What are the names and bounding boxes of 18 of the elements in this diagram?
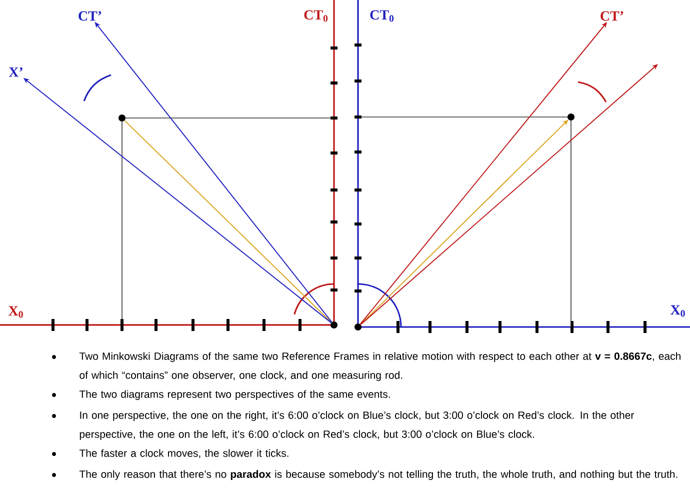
bullet-text: The faster a clock moves, the slower it ticks. [79, 449, 288, 458]
world-line [124, 120, 332, 323]
axis-label: CT’ [78, 11, 102, 21]
event-dot [354, 323, 362, 330]
axis-label: X$_{0}$ [670, 305, 685, 317]
bullet-text: The only reason that there’s no paradox is because somebody’s not telling the truth, the whole truth, and nothing but the truth. [79, 470, 678, 480]
bullet-text: The two diagrams represent two perspectives of the same events. [79, 390, 390, 400]
axis-arrow [360, 64, 658, 326]
event-dot [330, 321, 338, 328]
axis-label: X$_{0}$ [8, 306, 23, 318]
event-dot [118, 114, 126, 122]
event-dot [568, 114, 574, 120]
axis-label: CT$_{0}$ [304, 10, 328, 22]
axis-label: CT$_{0}$ [370, 10, 394, 22]
bullet-text: In one perspective, the one on the right, it’s 6:00 o’clock on Blue’s clock, but 3:00 o’clock on Red’s clock. In the other perspective, the one on the left, it’s 6:00 o’clock on Red’s clock, but 3:00 o’clock on Blue’s clock. [80, 411, 634, 440]
axis-label: X’ [8, 67, 22, 77]
bullet-text: Two Minkowski Diagrams of the same two Reference Frames in relative motion with respect to each other at v = 0.8667c, each of which “contains” one observer, one clock, and one measuring rod. [79, 352, 680, 381]
axis-label: CT’ [600, 11, 624, 21]
